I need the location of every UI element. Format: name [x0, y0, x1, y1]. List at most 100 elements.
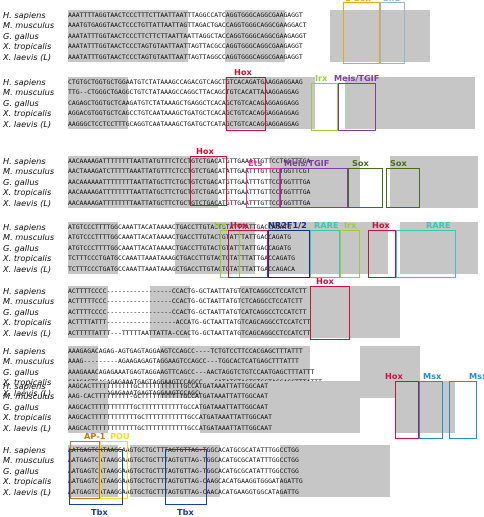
sequence-row: AATGAGTCATAAGGAAGTGCTGCTTTAGTGTTAG-TGGCA…	[68, 456, 299, 465]
species-label: M. musculus	[3, 356, 55, 367]
motif-label-hox: Hox	[385, 371, 403, 381]
sequence-row: TCTTTCCCTGATGCCAAATTAAATAAAGCTGACCTTGTAC…	[68, 264, 296, 273]
sequence-row: ACTTTTTATTT---TTTTTAATTATTA-CCACTG-GCTAA…	[68, 328, 311, 337]
sequence-row: AACAAAAAATTTTTTTTAATTATGCTTCTGCTGTCTGACA…	[68, 177, 311, 186]
conserved-region	[395, 381, 455, 433]
motif-box-pou	[100, 441, 128, 499]
species-label: H. sapiens	[3, 156, 46, 166]
sequence-row: AAAG---------AGAAGAGAGTAGGAAGTCCAGCC---T…	[68, 357, 299, 366]
motif-label-ap-1: AP-1	[84, 431, 106, 441]
species-label: X. laevis (L)	[3, 327, 52, 338]
conserved-region	[68, 222, 118, 274]
species-label: G. gallus	[3, 366, 39, 377]
conserved-region	[225, 10, 285, 62]
sequence-row: AAGCACTTTTTTTTTTTGCTTTTTTTTTTTGCCATGATAA…	[68, 402, 269, 411]
species-label: X. tropicalis	[3, 412, 52, 423]
sequence-row: ACTTTTATTT------------------ACCATG-GCTAA…	[68, 318, 311, 327]
conserved-region	[270, 156, 360, 208]
species-label: X. tropicalis	[3, 108, 52, 119]
motif-label-irx: Irx	[344, 220, 357, 230]
motif-box-nr2f1-2	[268, 230, 310, 278]
motif-box-irx	[340, 230, 360, 278]
motif-label-pou: POU	[110, 431, 130, 441]
motif-box-hox	[190, 156, 227, 206]
conserved-region	[225, 77, 315, 129]
sequence-row: AAG-CACTTTTTTTTT-GCTTTTTTTTTTTGCCATGATAA…	[68, 392, 269, 401]
motif-box-meis-tgif	[338, 83, 376, 131]
species-label: H. sapiens	[3, 10, 46, 20]
sequence-row: ATGTCCCTTTTGGCAAATTACATAAAACTGACCTTGTACT…	[68, 223, 292, 231]
sequence-row: CAGAGCTGGTGCTCAAGATGTCTATAAAGCTGAGGCTCAC…	[68, 98, 299, 107]
motif-label-irx: Irx	[315, 73, 328, 83]
motif-box-msx	[449, 381, 477, 439]
sequence-row: TTG--CTGGGCTGAGGCTGTCTATAAAGCCAGGCTTACAG…	[68, 88, 299, 97]
motif-box-tbx	[165, 449, 207, 505]
motif-label-sox: Sox	[352, 158, 369, 168]
motif-label-gli1: Gli1	[382, 0, 400, 3]
motif-label-msx: Msx	[469, 371, 484, 381]
motif-box-hox	[226, 77, 266, 131]
sequence-row: AAGCACTTTTTTTTTTTTGCTTTTTTTTTTTGCCATGATA…	[68, 413, 272, 422]
species-label: X. tropicalis	[3, 476, 52, 487]
motif-box-meis-tgif	[280, 168, 348, 208]
sequence-row: AAAGAGACAGAG-AGTGAGTAGGAAGTCCAGCC----TCT…	[68, 347, 303, 355]
conserved-region	[68, 77, 128, 129]
species-label: X. tropicalis	[3, 187, 52, 198]
sequence-row: CTGTGCTGGTGCTGGAATGTCTATAAAGCCAGACGTCAGC…	[68, 78, 303, 86]
sequence-row: AGGACGTGGTGCTCAGCCTGTCAATAAAGCTGATGCTCAC…	[68, 109, 299, 118]
conserved-region	[345, 77, 475, 129]
species-label: X. laevis (L)	[3, 51, 52, 62]
conserved-region	[280, 445, 390, 497]
sequence-row: TCTTTCCCTGATGCCAAATTAAATAAAGCTGACCTTGTAC…	[68, 254, 296, 263]
sequence-row: AAATGTGAGGTAACTCCCTGTTATTAATTAGTTAGACTGA…	[68, 21, 307, 30]
species-label: G. gallus	[3, 465, 39, 476]
motif-label-tbx: Tbx	[91, 507, 108, 517]
motif-box-msx	[419, 381, 443, 439]
motif-label-nr2f1-2: NR2F1/2	[268, 220, 307, 230]
species-label: M. musculus	[3, 391, 55, 402]
motif-box-rare	[396, 230, 456, 278]
conserved-region	[68, 10, 188, 62]
motif-label-hox: Hox	[196, 146, 214, 156]
sequence-row: AACAAAAGATTTTTTTTAATTATGCTTCTGCTGTCTGACA…	[68, 188, 311, 197]
conserved-region	[68, 445, 118, 497]
sequence-row: ACTTTTCCCC-----------------CCACTG-GCTAAT…	[68, 287, 307, 295]
species-label: G. gallus	[3, 306, 39, 317]
conserved-region	[200, 381, 360, 433]
species-label: M. musculus	[3, 232, 55, 243]
sequence-row: AATGAGTCATAAGGAAGTGCTGCTTTAGTGTTAG-CAAGC…	[68, 477, 303, 486]
motif-label-msx: Msx	[423, 371, 442, 381]
sequence-row: AACTAAAGATCTTTTTAAATTATGTTTCTCCTGTCTGACA…	[68, 167, 311, 176]
conserved-region	[130, 445, 220, 497]
sequence-row: AAGGGCTCCTCCTTTGCAGGTCAATAAAGCTGATGCTCAT…	[68, 119, 299, 128]
motif-box-hox	[395, 381, 419, 439]
motif-box-rare	[310, 230, 340, 278]
species-label: H. sapiens	[3, 222, 46, 232]
species-label: M. musculus	[3, 166, 55, 177]
sequence-row: AAGCACTTTTTTTTTTTTGCTTTTTTTTTTTGCCATGATA…	[68, 423, 272, 432]
sequence-row: ATGTCCCTTTTGGCAAATTACATAAAACTGACCTTGTACT…	[68, 243, 292, 252]
motif-label-rare: RARE	[426, 220, 451, 230]
motif-label-rare: RARE	[314, 220, 339, 230]
motif-box-ets	[246, 168, 280, 208]
sequence-row: AAATATTTGGTAACTCCCTAGTGTAATTAATTAGTTAGGC…	[68, 52, 303, 61]
sequence-row: AACAAAAGATTTTTTTTAATTATGCTTCTGCTGTCTGACA…	[68, 198, 311, 207]
species-label: G. gallus	[3, 30, 39, 41]
conserved-region	[68, 156, 218, 208]
motif-box-tbx	[69, 449, 123, 505]
motif-label-hox: Hox	[316, 276, 334, 286]
motif-label-hox: Hox	[372, 220, 390, 230]
species-label: G. gallus	[3, 97, 39, 108]
species-label: X. laevis (L)	[3, 197, 52, 208]
species-label: X. tropicalis	[3, 253, 52, 264]
species-label: M. musculus	[3, 20, 55, 31]
motif-label-sox: Sox	[390, 158, 407, 168]
sequence-row: AATGAGTCATAAGGAAGTGCTGCTTTAGTGTTAG-TGGCA…	[68, 466, 299, 475]
motif-label-meis-tgif: Meis/TGIF	[284, 158, 330, 168]
motif-label-tbx: Tbx	[177, 507, 194, 517]
motif-label-ets: Ets	[248, 158, 263, 168]
sequence-row: AAATATTTGGTAACTCCCTAGTGTAATTAATTAGTTACGC…	[68, 42, 303, 51]
conserved-region	[68, 381, 108, 433]
species-label: M. musculus	[3, 455, 55, 466]
motif-label-hox: Hox	[234, 67, 252, 77]
